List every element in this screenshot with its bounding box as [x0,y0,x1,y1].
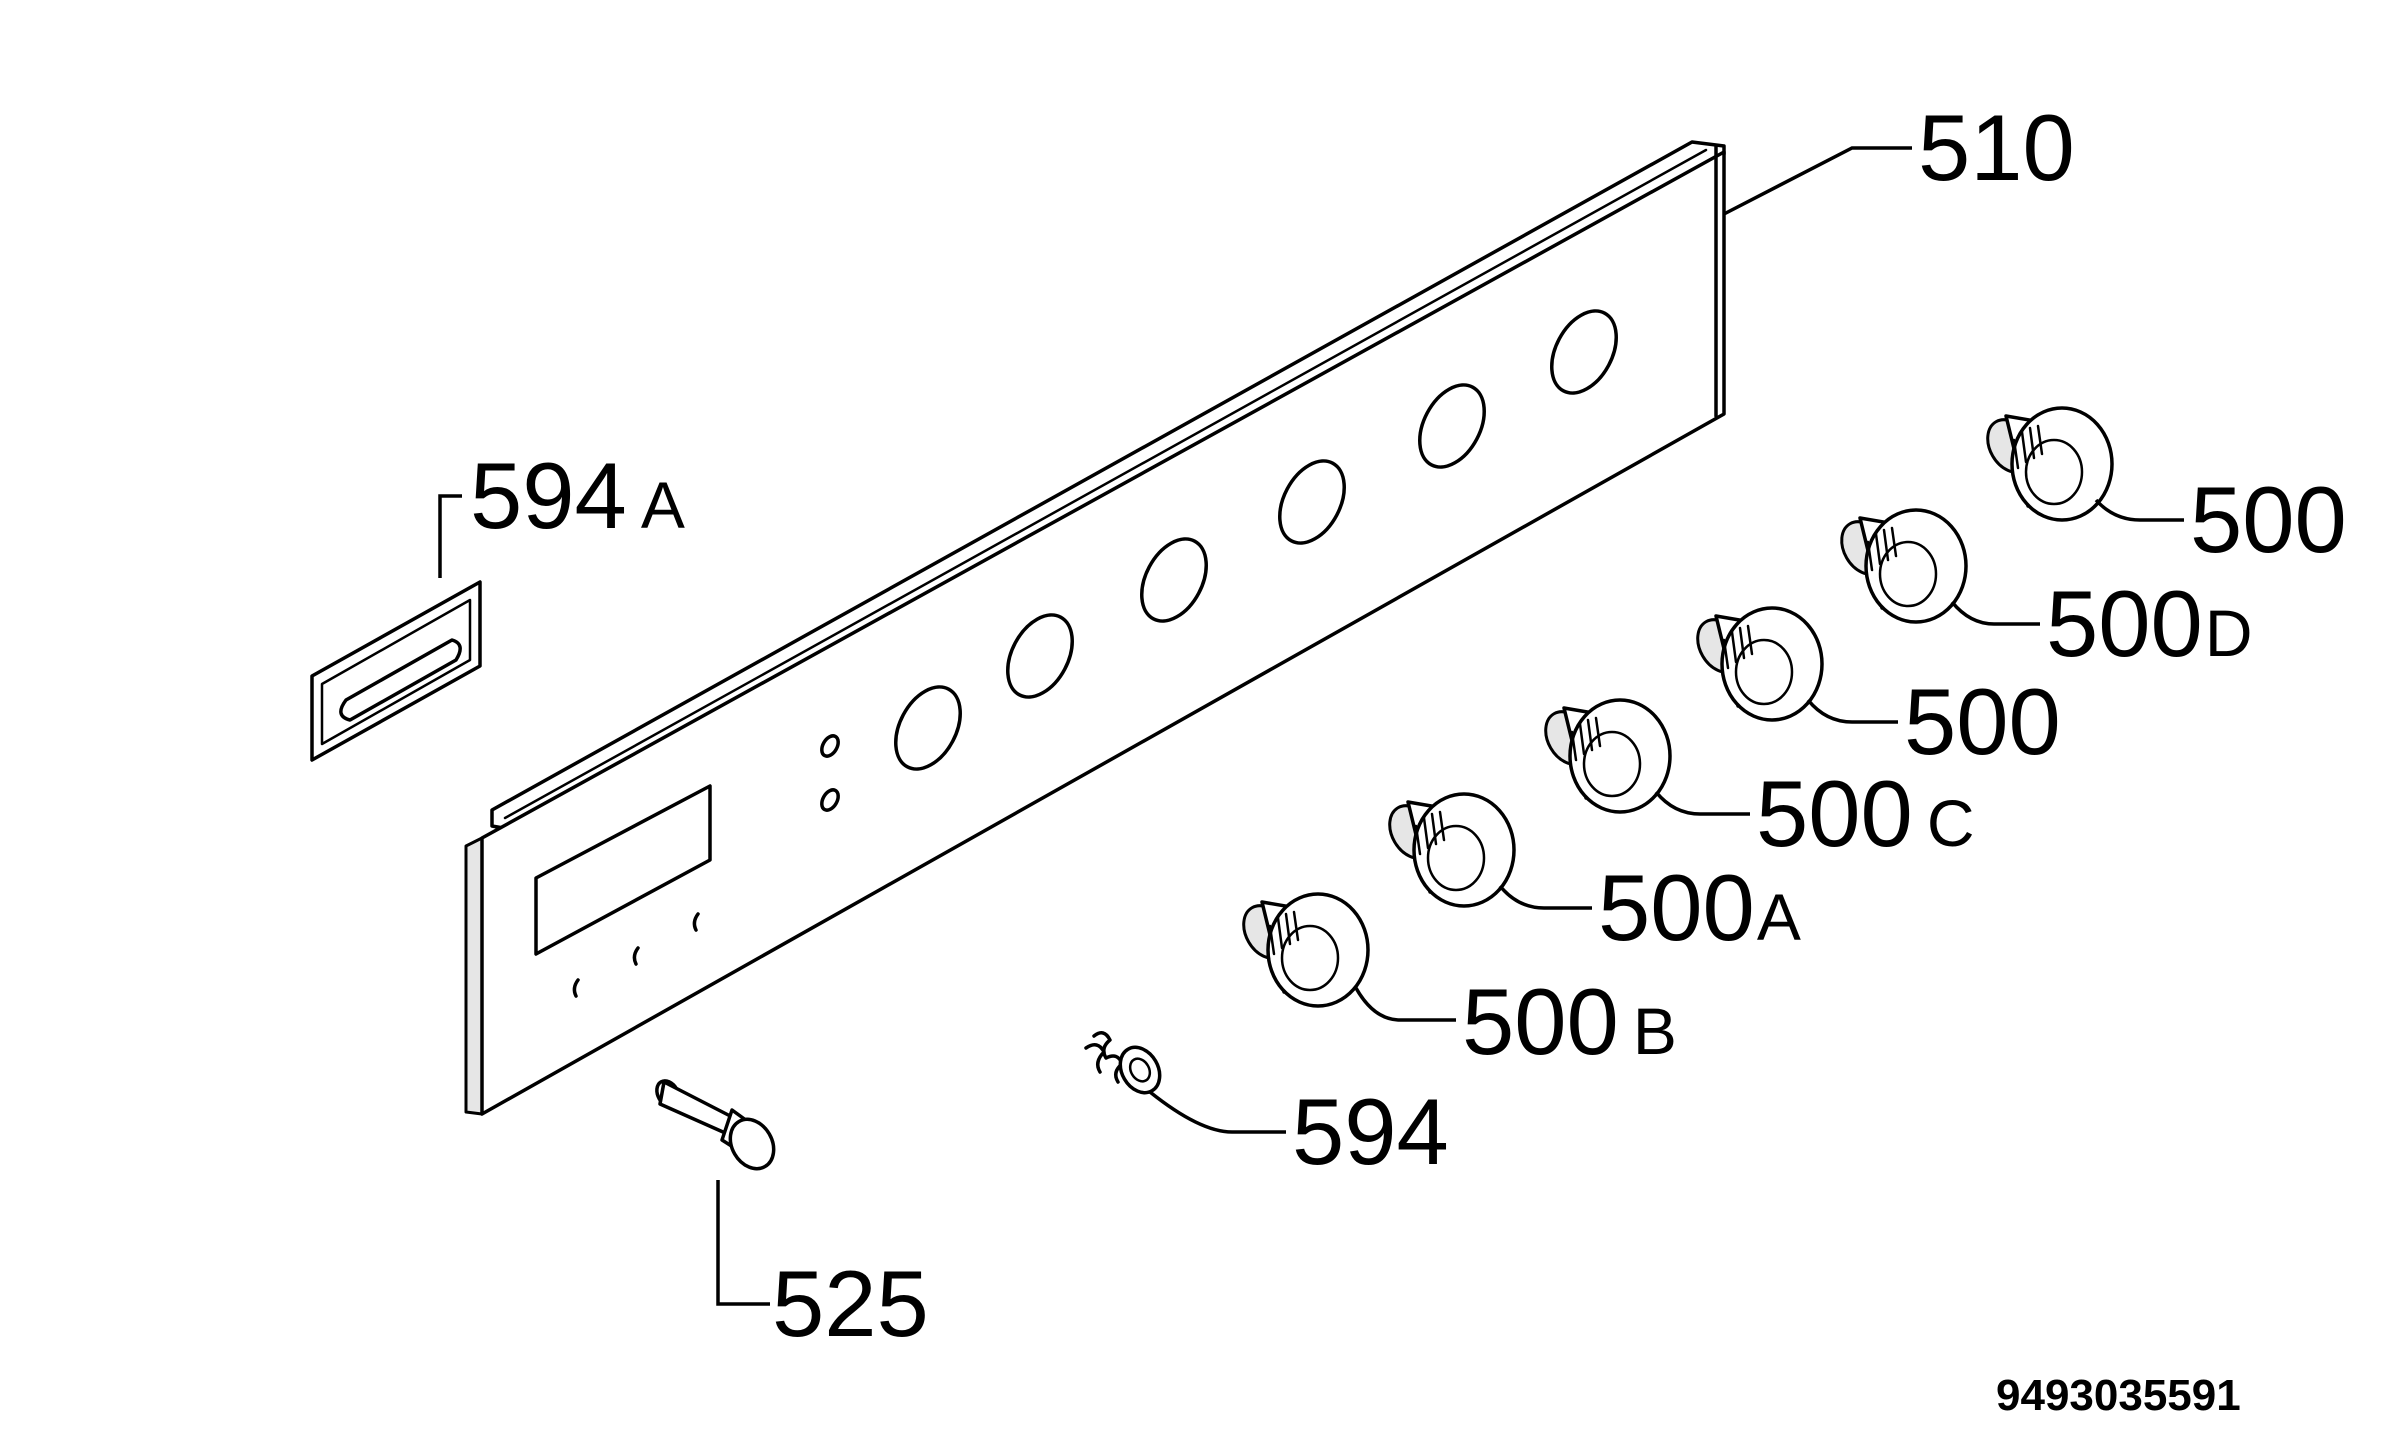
control-panel [464,140,1726,1116]
leader-525 [716,1180,770,1306]
badge-part [310,580,482,762]
leader-500-1 [2094,498,2184,522]
leader-lines [438,146,2184,1306]
leader-500d [1950,600,2040,626]
label-500-3: 500 [1904,669,2061,774]
knob-4-shape [1544,698,1672,814]
knob-6-shape [1242,892,1370,1008]
label-500a: 500A [1598,855,1801,960]
leader-500c [1654,790,1750,816]
label-500-1: 500 [2190,467,2347,572]
knob-1-shape [1986,406,2114,522]
label-594: 594 [1292,1079,1449,1184]
leader-500b [1354,987,1456,1022]
knob-holes [894,309,1618,771]
label-525: 525 [772,1251,929,1356]
knob-5-shape [1388,792,1516,908]
knob-2-shape [1840,508,1968,624]
spring-part [1084,1031,1162,1095]
label-500d: 500D [2046,571,2253,676]
knob-3-shape [1696,606,1824,722]
knob-group [1242,406,2114,1008]
document-number: 9493035591 [1996,1371,2241,1420]
leader-510 [1723,146,1912,216]
leader-500-3 [1806,698,1898,724]
leader-500a [1498,884,1592,910]
label-510: 510 [1918,95,2075,200]
leader-594a [438,494,462,578]
leader-594 [1148,1090,1286,1134]
pin-part [655,1079,776,1171]
